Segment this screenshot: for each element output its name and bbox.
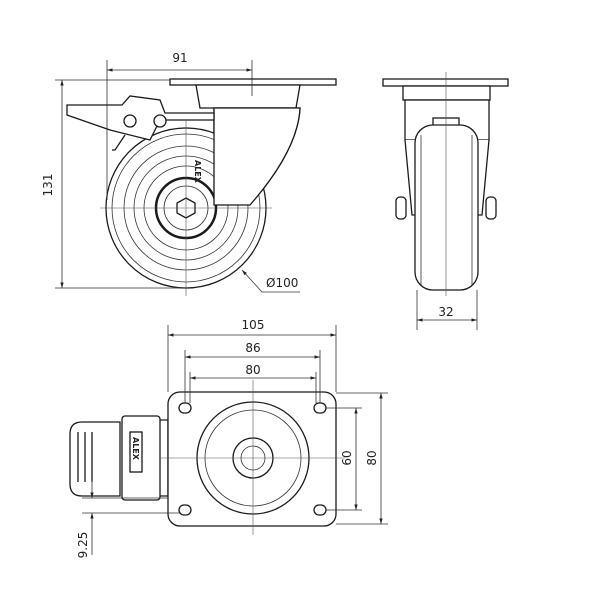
- brake-lever: [66, 95, 215, 141]
- brake-pedal: [69, 421, 121, 497]
- front-view: 32: [382, 72, 509, 330]
- fork-front: [213, 107, 301, 206]
- top-view: ALEX 105 86 80 60 80 9: [69, 318, 388, 559]
- dim-80-horizontal: 80: [245, 363, 260, 377]
- dim-131: 131: [41, 174, 55, 197]
- dim-60: 60: [340, 450, 354, 465]
- brand-logo: ALEX: [193, 160, 202, 184]
- dim-86: 86: [245, 341, 260, 355]
- brand-logo-top: ALEX: [131, 437, 140, 461]
- dim-32: 32: [438, 305, 453, 319]
- mounting-plate: [169, 78, 337, 86]
- dim-91: 91: [172, 51, 187, 65]
- wheel-front: [414, 124, 479, 291]
- swivel-hub: [195, 84, 301, 109]
- axle-nut-right: [485, 196, 497, 220]
- axle-nut-left: [395, 196, 407, 220]
- mounting-holes: [178, 402, 327, 516]
- dim-80-vertical: 80: [365, 450, 379, 465]
- side-view: ALEX 91 131 Ø100: [41, 51, 337, 296]
- dim-105: 105: [242, 318, 265, 332]
- dim-diameter-100: Ø100: [266, 276, 298, 290]
- dim-9-25: 9.25: [76, 532, 90, 559]
